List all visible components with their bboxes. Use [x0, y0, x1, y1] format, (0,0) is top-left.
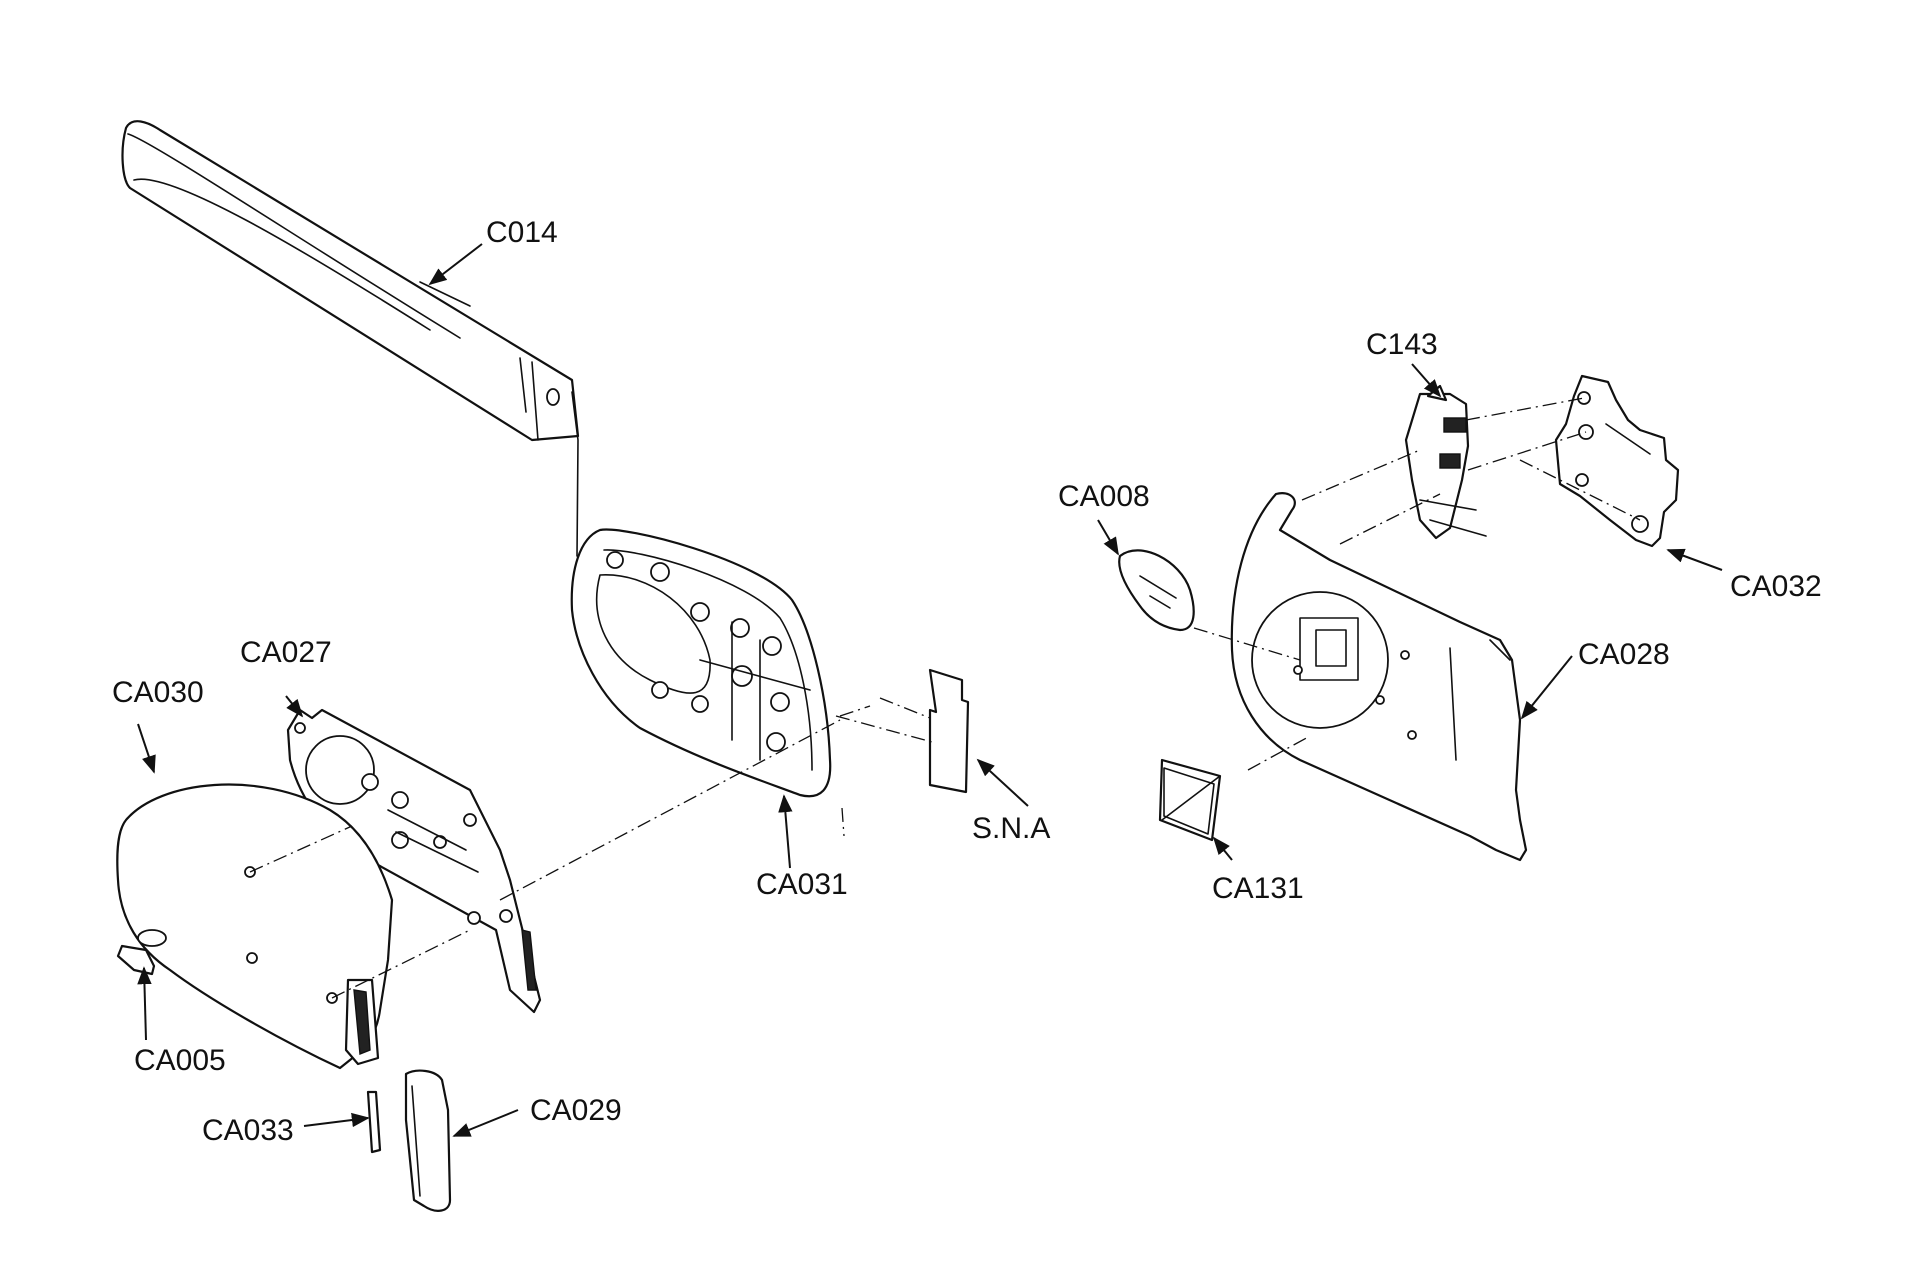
label-ca028: CA028 — [1578, 638, 1670, 671]
label-sna: S.N.A — [972, 812, 1050, 845]
label-c014: C014 — [486, 216, 558, 249]
label-ca027: CA027 — [240, 636, 332, 669]
label-ca131: CA131 — [1212, 872, 1304, 905]
part-ca027-frame — [286, 708, 542, 1014]
part-labels: C014 C143 CA008 CA032 CA027 CA030 CA028 … — [112, 216, 1822, 1147]
label-ca032: CA032 — [1730, 570, 1822, 603]
label-ca029: CA029 — [530, 1094, 622, 1127]
part-ca029-side-cover — [404, 1069, 452, 1212]
label-ca031: CA031 — [756, 868, 848, 901]
part-c014-strap — [121, 120, 580, 557]
part-ca032-plate — [1554, 374, 1680, 548]
part-c143-bracket — [1404, 384, 1487, 540]
assembly-lines — [249, 397, 1641, 999]
label-ca033: CA033 — [202, 1114, 294, 1147]
part-ca031-panel — [570, 528, 832, 798]
part-ca030-cover — [116, 783, 394, 1070]
label-c143: C143 — [1366, 328, 1438, 361]
part-sna-sheet — [928, 668, 970, 794]
label-ca030: CA030 — [112, 676, 204, 709]
label-ca008: CA008 — [1058, 480, 1150, 513]
label-ca005: CA005 — [134, 1044, 226, 1077]
part-ca033-pin — [366, 1090, 382, 1154]
leader-lines — [137, 243, 1723, 1137]
part-ca008-clip — [1118, 549, 1195, 632]
part-ca131-filter — [1158, 758, 1222, 842]
part-ca028-housing — [1230, 492, 1528, 862]
